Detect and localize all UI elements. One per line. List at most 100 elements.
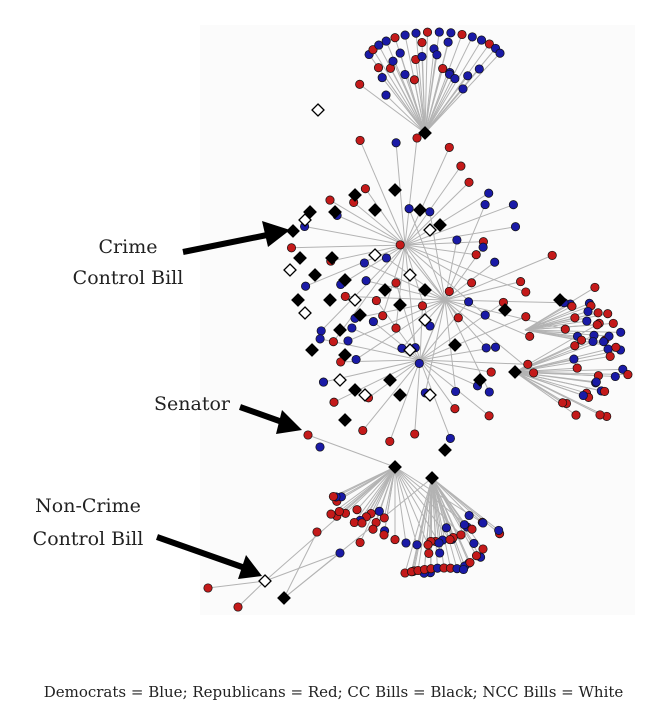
ncc-bill-node	[403, 268, 417, 282]
network-edge	[336, 214, 406, 246]
senator-node	[438, 64, 448, 74]
senator-node	[480, 200, 490, 210]
senator-node	[467, 32, 477, 42]
network-edge	[419, 359, 528, 365]
network-edge	[424, 299, 446, 394]
senator-node	[301, 281, 311, 291]
senator-node	[329, 397, 339, 407]
senator-node	[395, 48, 405, 58]
senator-node	[378, 311, 388, 321]
senator-node	[326, 509, 336, 519]
senator-node	[315, 442, 325, 452]
ncc-bill-node	[423, 388, 437, 402]
senator-node	[484, 188, 494, 198]
network-edge	[330, 466, 396, 515]
senator-annotation: Senator	[154, 393, 302, 434]
senator-node	[599, 337, 609, 347]
senator-node	[373, 63, 384, 73]
senator-node	[516, 277, 526, 287]
senator-node	[371, 296, 381, 306]
senator-node	[360, 184, 370, 194]
ncc-bill-node	[358, 388, 372, 402]
senator-node	[464, 177, 474, 187]
senator-node	[318, 377, 329, 387]
network-edge	[404, 147, 450, 246]
network-edge	[304, 226, 406, 246]
cc-bill-node	[418, 126, 432, 140]
senator-node	[381, 36, 391, 46]
senator-node	[391, 323, 401, 333]
crime-bill-label-line2: Control Bill	[73, 267, 184, 289]
network-edge	[365, 188, 406, 246]
network-edge	[524, 313, 608, 331]
network-edge	[419, 359, 451, 439]
senator-node	[404, 204, 414, 214]
senator-node	[450, 404, 460, 414]
network-edge	[424, 43, 490, 134]
cc-bill-node	[293, 251, 307, 265]
network-edge	[365, 280, 446, 301]
network-edge	[307, 434, 396, 468]
senator-node	[572, 363, 582, 373]
senator-node	[450, 74, 460, 84]
senator-node	[481, 343, 491, 353]
network-edge	[424, 32, 429, 134]
senator-node	[423, 540, 433, 550]
network-edge	[411, 477, 433, 572]
senator-node	[494, 525, 504, 535]
senator-node	[400, 69, 410, 80]
network-edge	[372, 49, 426, 134]
network-edge	[378, 44, 426, 134]
network-edge	[359, 466, 396, 543]
senator-node	[410, 429, 420, 439]
senator-node	[593, 308, 603, 318]
network-edge	[431, 477, 484, 550]
senator-node	[358, 425, 368, 436]
cc-bill-node	[418, 283, 432, 297]
senator-node	[412, 540, 422, 550]
senator-node	[508, 200, 518, 210]
network-edge	[345, 295, 446, 301]
network-edge	[419, 359, 492, 373]
senator-node	[334, 506, 344, 517]
network-edge	[333, 466, 396, 497]
senator-node	[325, 195, 335, 205]
network-edge	[386, 257, 446, 301]
senator-node	[611, 342, 621, 352]
network-edge	[340, 244, 406, 285]
cc-bill-node	[348, 188, 362, 202]
senator-arrow-head	[276, 410, 302, 434]
network-edge	[444, 254, 553, 301]
senator-node	[570, 313, 580, 323]
network-edge	[431, 477, 500, 531]
senator-node	[203, 583, 213, 593]
senator-node	[381, 90, 391, 100]
senator-node	[385, 436, 395, 446]
ncc-bill-node	[368, 248, 382, 262]
senator-node	[355, 135, 365, 145]
senator-node	[374, 40, 384, 50]
cc-bill-node	[325, 251, 339, 265]
cc-bill-node	[291, 293, 305, 307]
cc-bill-node	[338, 413, 352, 427]
ncc-bill-node	[403, 343, 417, 357]
senator-node	[414, 358, 424, 368]
network-edge	[415, 33, 426, 134]
senator-arrow-shaft	[238, 404, 287, 426]
network-edge	[329, 199, 406, 246]
senator-node	[452, 235, 462, 245]
network-edge	[385, 40, 426, 134]
cc-bill-node	[388, 183, 402, 197]
cc-bill-node	[333, 323, 347, 337]
crime-bill-label-line1: Crime	[99, 236, 158, 258]
senator-node	[605, 351, 615, 361]
senator-node	[495, 48, 505, 58]
senator-node	[478, 544, 488, 554]
network-edge	[431, 477, 451, 569]
senator-node	[424, 548, 434, 558]
senator-node	[595, 410, 605, 420]
network-edge	[424, 32, 452, 134]
cc-bill-node	[433, 218, 447, 232]
senator-node	[478, 518, 488, 528]
network-edge	[419, 316, 526, 361]
